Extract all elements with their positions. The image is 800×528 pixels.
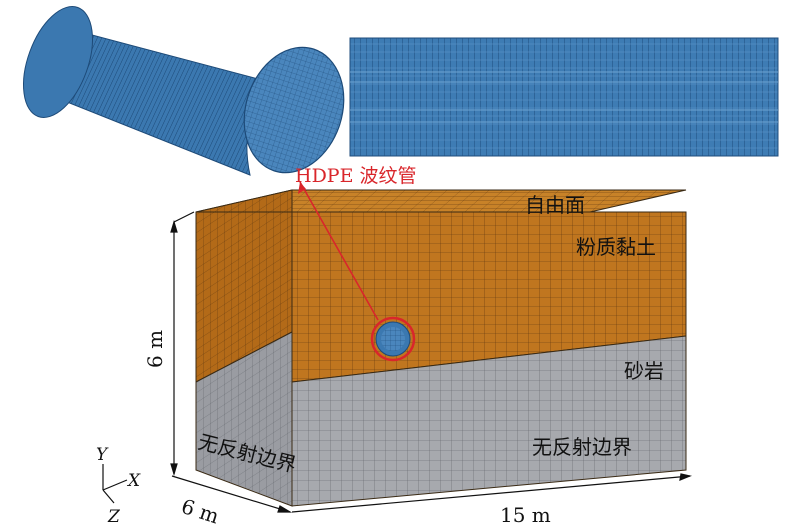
dim-depth-label: 6 m bbox=[178, 494, 222, 528]
dimension-height bbox=[170, 211, 195, 477]
dimension-length bbox=[291, 473, 693, 513]
axis-x-label: X bbox=[126, 471, 141, 491]
dim-height-label: 6 m bbox=[143, 330, 167, 368]
dimension-depth bbox=[171, 475, 293, 513]
dim-length-label: 15 m bbox=[500, 503, 551, 527]
pipe-label: HDPE 波纹管 bbox=[295, 165, 417, 187]
axis-triad bbox=[102, 464, 128, 504]
callout-circle bbox=[370, 316, 416, 362]
pipe-3d-view bbox=[23, 6, 345, 176]
soil-model-block bbox=[195, 189, 687, 507]
axis-z-label: Z bbox=[107, 507, 121, 527]
front-face-rock bbox=[291, 335, 687, 507]
sandstone-label: 砂岩 bbox=[624, 359, 664, 383]
axis-y-label: Y bbox=[96, 445, 109, 465]
nonreflect-right-label: 无反射边界 bbox=[532, 435, 632, 459]
silty-clay-label: 粉质黏土 bbox=[576, 235, 656, 259]
callout-arrow bbox=[299, 181, 379, 321]
free-surface-label: 自由面 bbox=[525, 193, 585, 217]
pipe-side-view bbox=[349, 37, 779, 157]
